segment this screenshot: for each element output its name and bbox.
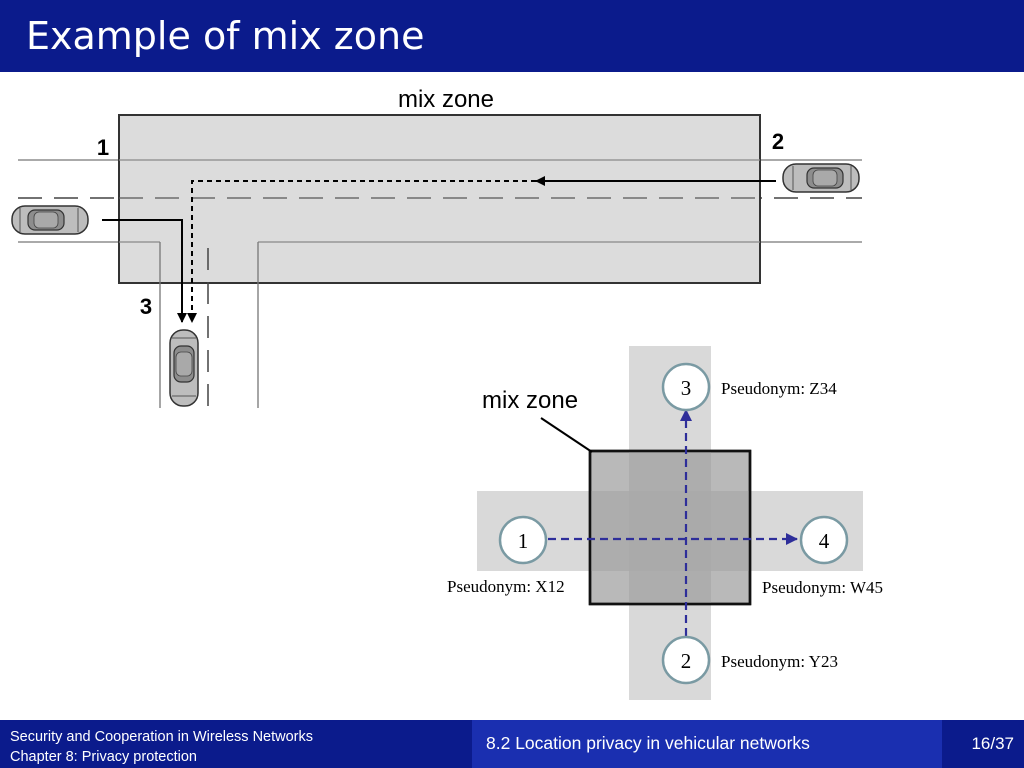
- node-3: 3: [661, 362, 711, 412]
- node-1-label: 1: [518, 529, 529, 553]
- node-4: 4: [799, 515, 849, 565]
- footer-section-title: 8.2 Location privacy in vehicular networ…: [486, 733, 810, 753]
- page-number: 16/37: [971, 734, 1014, 753]
- top-mix-zone-area: [118, 114, 761, 284]
- node-3-label: 3: [681, 376, 692, 400]
- route-1-to-3: [102, 219, 187, 323]
- entry-label-3: 3: [140, 294, 152, 319]
- entry-label-1: 1: [97, 135, 109, 160]
- top-mix-zone-label: mix zone: [398, 86, 494, 113]
- car-3-icon: [169, 329, 199, 407]
- footer-page-panel: 16/37: [942, 720, 1024, 768]
- pseudonym-4-label: Pseudonym: W45: [762, 578, 883, 597]
- slide-title: Example of mix zone: [26, 14, 425, 58]
- car-2-icon: [782, 163, 860, 193]
- mix-zone-diagrams: mix zone 1 2 3 1 2 3: [11, 86, 883, 700]
- bottom-mix-zone-label: mix zone: [482, 387, 578, 414]
- pseudonym-3-label: Pseudonym: Z34: [721, 379, 837, 398]
- slide-header: Example of mix zone: [0, 0, 1024, 72]
- node-4-label: 4: [819, 529, 830, 553]
- car-1-icon: [11, 205, 89, 235]
- route-2-to-3-hidden: [187, 180, 536, 323]
- mix-zone-pointer: [540, 417, 593, 453]
- footer-section-panel: 8.2 Location privacy in vehicular networ…: [472, 720, 942, 768]
- footer-course-line2: Chapter 8: Privacy protection: [10, 749, 197, 765]
- top-mix-zone-diagram: mix zone 1 2 3: [11, 86, 862, 410]
- footer-course-text: Security and Cooperation in Wireless Net…: [10, 727, 313, 767]
- pseudonym-1-label: Pseudonym: X12: [447, 577, 565, 596]
- bottom-mix-zone-diagram: 1 2 3 4 mix zone Pseudonym: X12 Pseudony…: [447, 346, 883, 700]
- node-2-label: 2: [681, 649, 692, 673]
- entry-label-2: 2: [772, 129, 784, 154]
- footer-course-line1: Security and Cooperation in Wireless Net…: [10, 729, 314, 745]
- footer-course-panel: Security and Cooperation in Wireless Net…: [0, 720, 372, 768]
- node-1: 1: [498, 515, 548, 565]
- pseudonym-2-label: Pseudonym: Y23: [721, 652, 838, 671]
- node-2: 2: [661, 635, 711, 685]
- slide-footer: Security and Cooperation in Wireless Net…: [0, 720, 1024, 768]
